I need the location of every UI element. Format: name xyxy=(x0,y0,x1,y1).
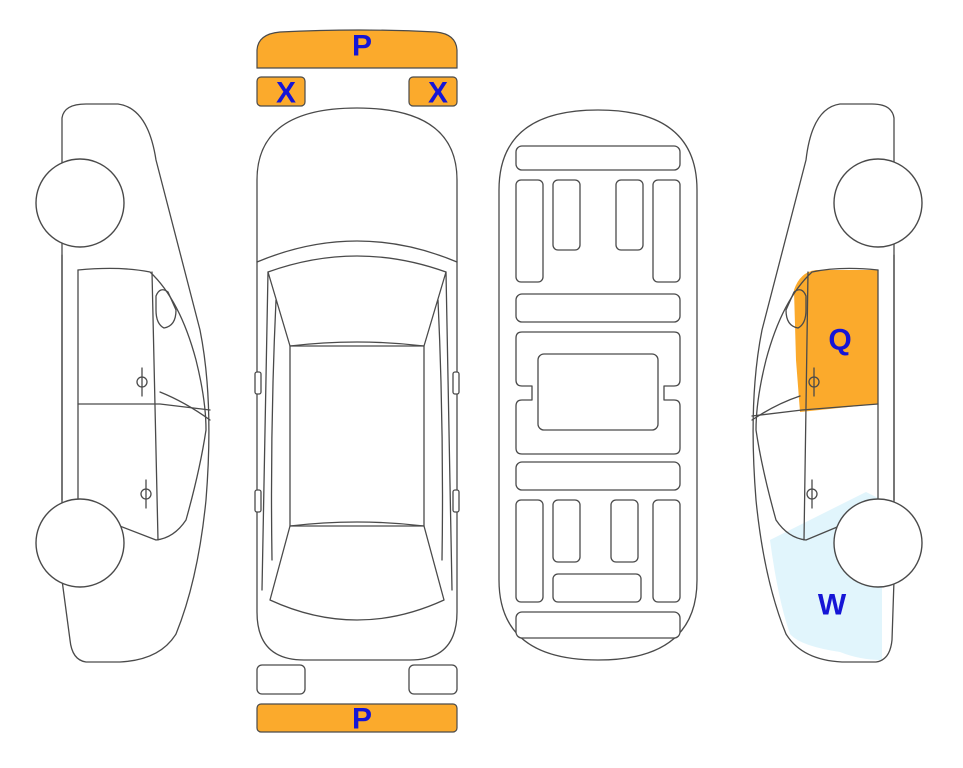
underside-front-right-inner xyxy=(615,179,644,251)
top-view-right-mirror xyxy=(452,371,460,395)
underside-view xyxy=(498,109,698,661)
left-side-door-line-front xyxy=(151,271,159,541)
front-bumper-label: P xyxy=(352,30,372,63)
underside-front-left-outer xyxy=(515,179,544,283)
underside-rear-left-outer xyxy=(515,499,544,603)
right-side-rear-handle xyxy=(806,479,818,509)
top-view-roof xyxy=(289,345,425,527)
underside-rear-right-outer xyxy=(652,499,681,603)
right-side-mirror xyxy=(785,289,807,329)
underside-exhaust-box xyxy=(552,573,642,603)
left-side-front-handle xyxy=(136,367,148,397)
underside-rear-bar xyxy=(515,611,681,639)
right-side-pillar-line xyxy=(751,403,879,417)
top-view-left-rear-mark xyxy=(254,489,262,513)
left-side-mirror xyxy=(155,289,177,329)
top-view-rear-window xyxy=(269,521,445,621)
right-rear-quarter-label: W xyxy=(818,589,847,622)
left-side-body-outline xyxy=(61,103,210,663)
top-view xyxy=(254,29,460,733)
right-side-front-wheel xyxy=(833,158,923,248)
front-bumper-damage xyxy=(256,29,458,69)
rear-left-light xyxy=(256,664,306,695)
right-side-front-handle xyxy=(808,367,820,397)
underside-body-outline xyxy=(498,109,698,661)
rear-right-light xyxy=(408,664,458,695)
top-view-left-side-line xyxy=(261,271,269,591)
top-view-left-inner-line xyxy=(270,299,277,561)
underside-mid-bar-front xyxy=(515,293,681,323)
left-side-window-frame xyxy=(77,267,207,541)
right-side-door-line-front xyxy=(803,271,809,541)
underside-center-plate xyxy=(537,353,659,431)
front-left-light-label: X xyxy=(276,77,296,110)
left-side-front-wheel xyxy=(35,158,125,248)
top-view-windshield xyxy=(267,255,447,347)
right-side-rear-wheel xyxy=(833,498,923,588)
front-right-light-damage xyxy=(408,76,458,107)
right-side-window-frame xyxy=(755,267,879,541)
rear-bumper-damage xyxy=(256,703,458,733)
left-side-view xyxy=(35,103,211,663)
underside-mid-bar-rear xyxy=(515,461,681,491)
right-side-view xyxy=(751,103,923,663)
underside-front-bar xyxy=(515,145,681,171)
right-front-door-label: Q xyxy=(828,324,851,357)
top-view-right-side-line xyxy=(445,271,453,591)
top-view-body-outline xyxy=(256,107,458,661)
top-view-right-rear-mark xyxy=(452,489,460,513)
underside-front-left-inner xyxy=(552,179,581,251)
left-side-rear-handle xyxy=(140,479,152,509)
right-side-windshield-line xyxy=(751,395,801,421)
top-view-hood-line xyxy=(256,240,458,263)
underside-front-right-outer xyxy=(652,179,681,283)
top-view-right-inner-line xyxy=(437,299,444,561)
damage-labels: P X X P Q W xyxy=(276,30,852,736)
front-left-light-damage xyxy=(256,76,306,107)
front-right-light-label: X xyxy=(428,77,448,110)
top-view-left-mirror xyxy=(254,371,262,395)
rear-bumper-label: P xyxy=(352,703,372,736)
left-side-rear-wheel xyxy=(35,498,125,588)
left-side-windshield-line xyxy=(159,391,211,421)
underside-rear-right-inner xyxy=(610,499,639,563)
underside-rear-left-inner xyxy=(552,499,581,563)
right-side-body-outline xyxy=(752,103,895,663)
underside-center-frame xyxy=(515,331,681,455)
left-side-pillar-line xyxy=(77,403,211,411)
